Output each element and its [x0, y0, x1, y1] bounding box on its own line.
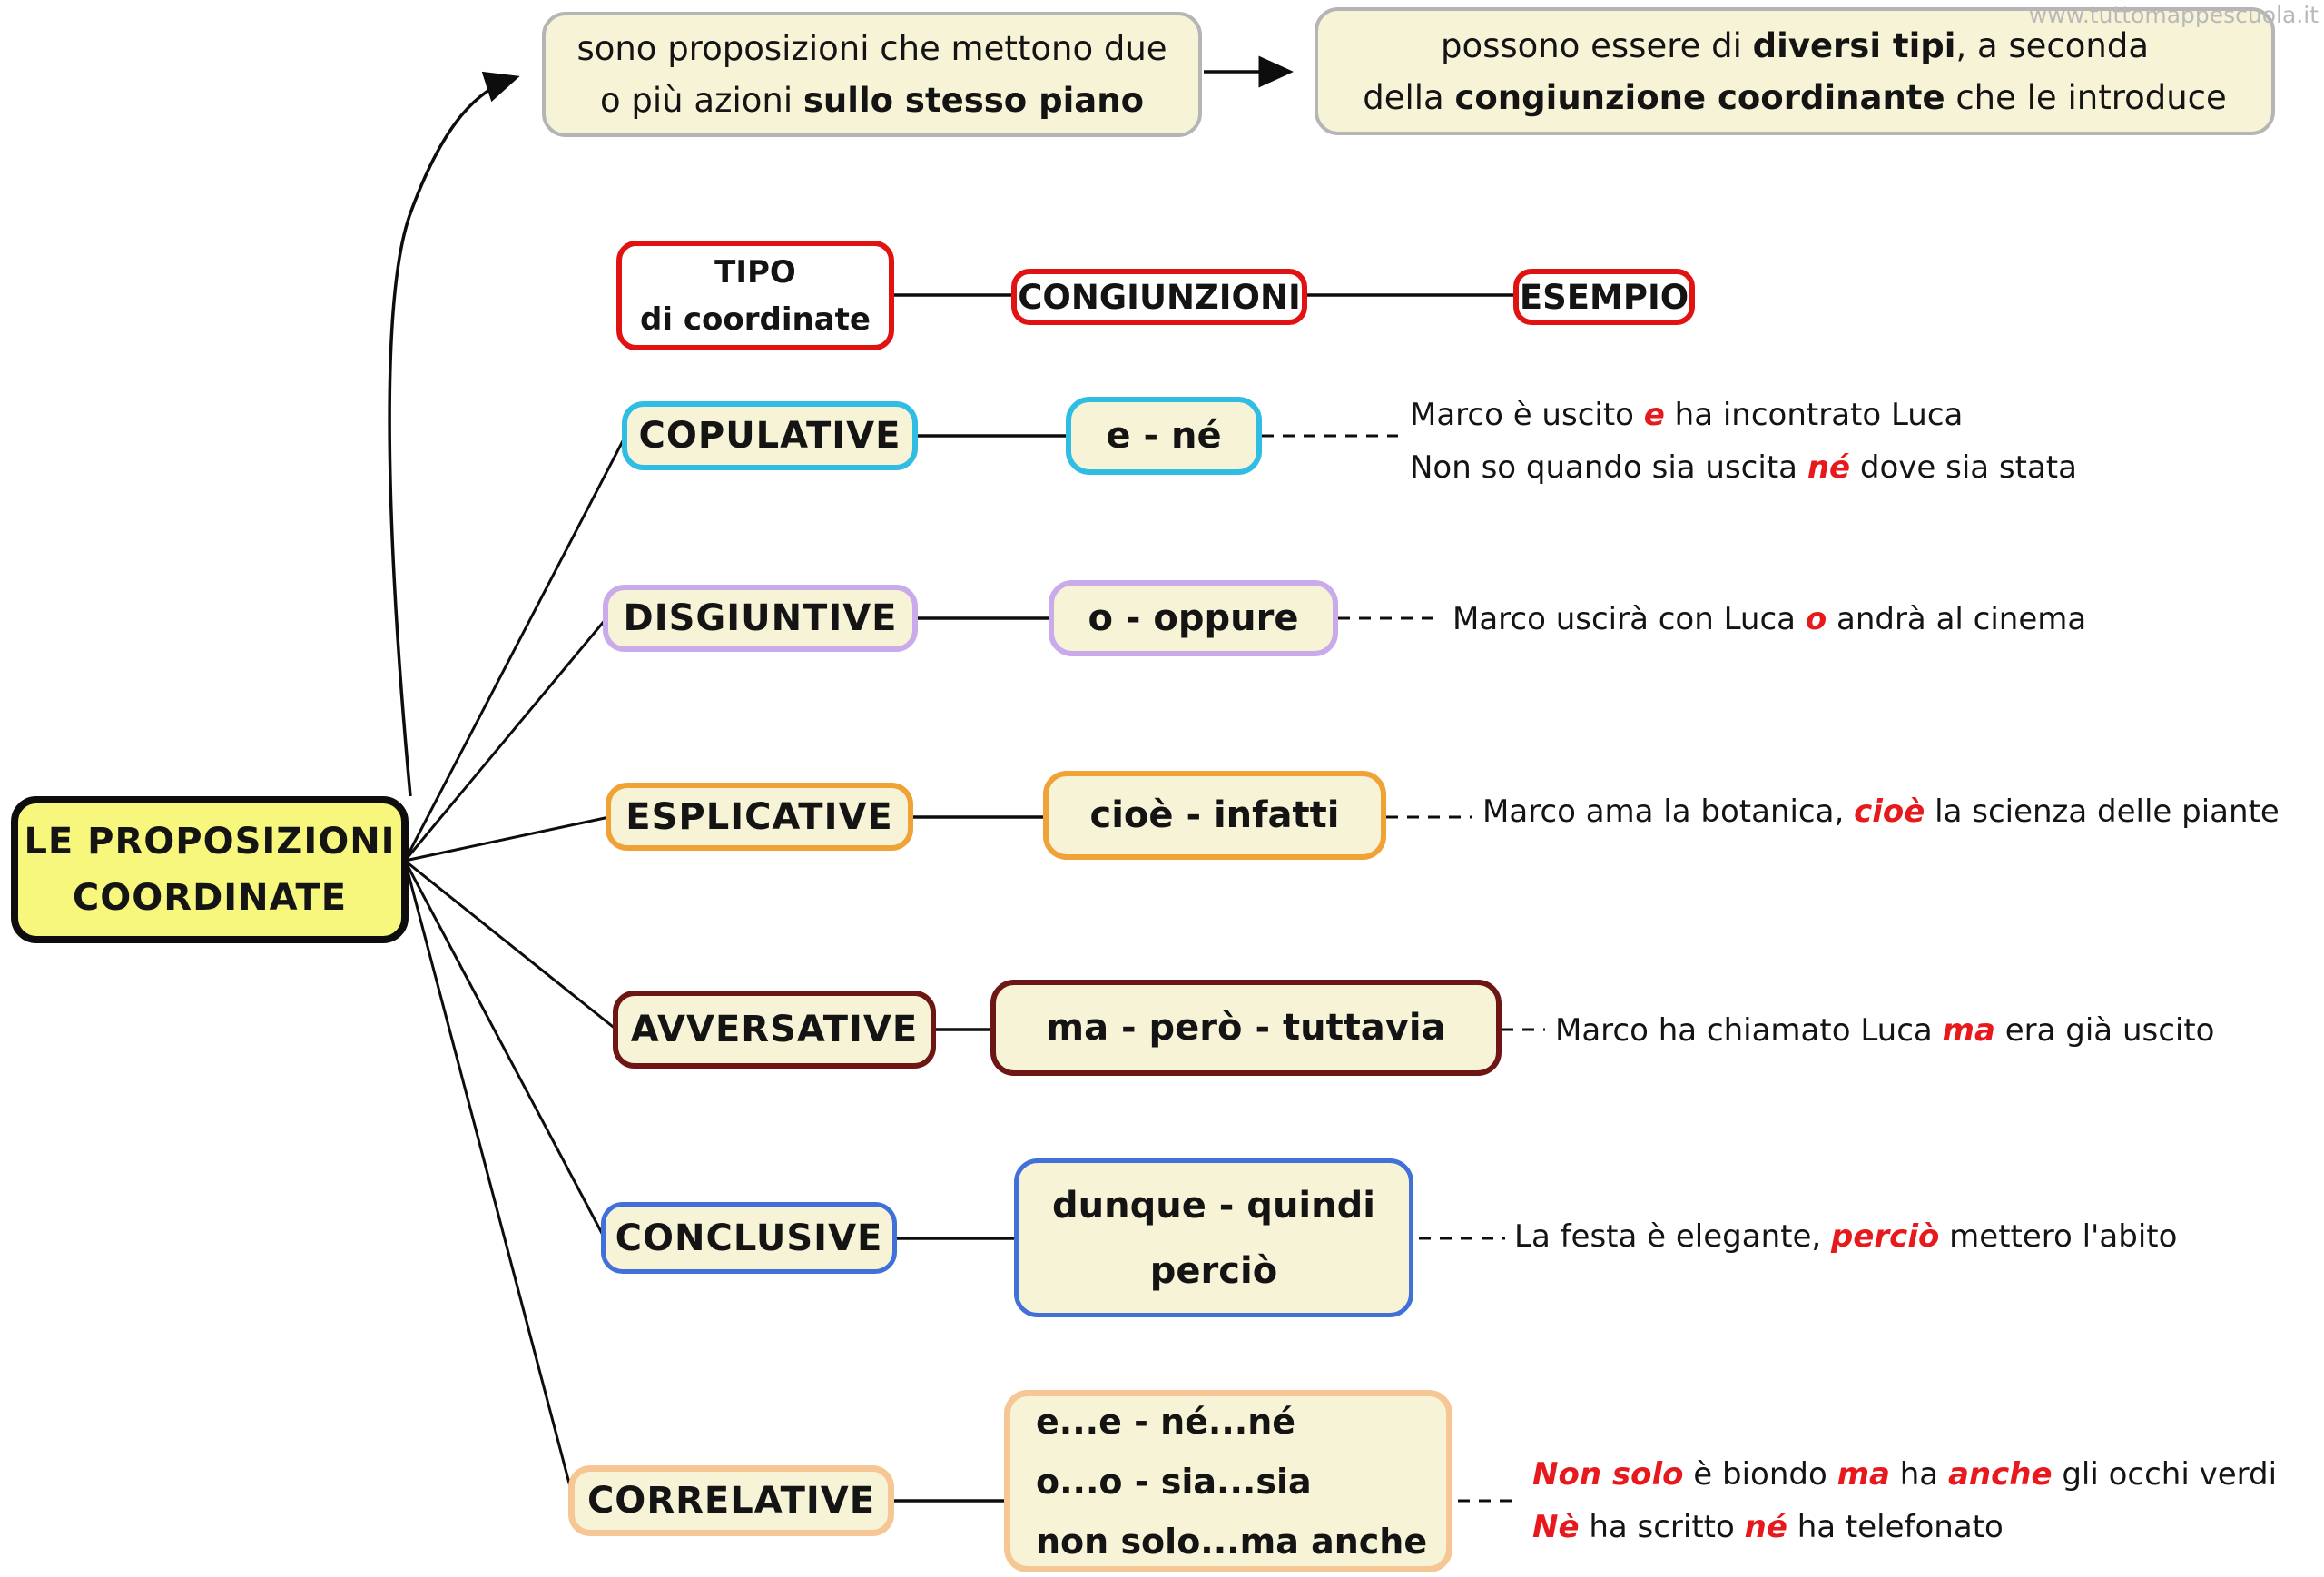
conjunction-line: e...e - né...né — [1036, 1401, 1296, 1442]
example-line: Marco uscirà con Luca o andrà al cinema — [1452, 601, 2087, 637]
types-note-line: possono essere di diversi tipi, a second… — [1440, 25, 2150, 65]
conjunction-line: cioè - infatti — [1089, 794, 1340, 836]
conjunction-line: ma - però - tuttavia — [1046, 1007, 1446, 1049]
header-congiunzioni-box: CONGIUNZIONI — [1011, 269, 1307, 325]
types-note-line: della congiunzione coordinante che le in… — [1363, 77, 2227, 117]
category-box-disgiuntive: DISGIUNTIVE — [603, 585, 918, 652]
category-box-avversative: AVVERSATIVE — [613, 991, 936, 1069]
conjunction-box-esplicative: cioè - infatti — [1043, 771, 1386, 860]
connector-root-to-definition — [388, 71, 520, 797]
example-block-copulative: Marco è uscito e ha incontrato Luca Non … — [1410, 389, 2077, 494]
connector-root-avversative — [404, 859, 617, 1031]
category-label: CONCLUSIVE — [615, 1217, 883, 1259]
root-title-line: COORDINATE — [72, 877, 348, 919]
conjunction-line: o - oppure — [1088, 597, 1299, 639]
definition-box: sono proposizioni che mettono due o più … — [542, 12, 1202, 137]
conjunction-box-disgiuntive: o - oppure — [1049, 580, 1338, 656]
conjunction-box-copulative: e - né — [1066, 397, 1262, 475]
connector-root-correlative — [403, 860, 574, 1494]
conjunction-box-correlative: e...e - né...né o...o - sia...sia non so… — [1004, 1390, 1452, 1572]
example-line: Non so quando sia uscita né dove sia sta… — [1410, 449, 2077, 486]
root-title-line: LE PROPOSIZIONI — [24, 821, 396, 862]
example-block-disgiuntive: Marco uscirà con Luca o andrà al cinema — [1452, 593, 2086, 646]
example-line: Marco è uscito e ha incontrato Luca — [1410, 397, 1964, 433]
category-label: DISGIUNTIVE — [623, 597, 898, 639]
example-block-esplicative: Marco ama la botanica, cioè la scienza d… — [1482, 785, 2280, 838]
category-box-copulative: COPULATIVE — [622, 401, 918, 470]
example-block-conclusive: La festa è elegante, perciò mettero l'ab… — [1514, 1210, 2177, 1263]
conjunction-box-conclusive: dunque - quindi perciò — [1014, 1158, 1413, 1317]
example-line: La festa è elegante, perciò mettero l'ab… — [1514, 1218, 2178, 1255]
conjunction-box-avversative: ma - però - tuttavia — [990, 980, 1502, 1076]
category-label: ESPLICATIVE — [625, 795, 893, 838]
header-esempio-box: ESEMPIO — [1513, 269, 1695, 325]
header-congiunzioni-label: CONGIUNZIONI — [1018, 277, 1301, 317]
category-label: AVVERSATIVE — [630, 1009, 919, 1050]
connector-root-copulative — [403, 435, 627, 862]
example-line: Nè ha scritto né ha telefonato — [1532, 1509, 2004, 1545]
category-box-correlative: CORRELATIVE — [568, 1465, 894, 1536]
example-block-correlative: Non solo è biondo ma ha anche gli occhi … — [1532, 1448, 2277, 1553]
conjunction-line: perciò — [1149, 1249, 1278, 1292]
header-tipo-line: di coordinate — [640, 301, 871, 338]
conjunction-line: non solo...ma anche — [1036, 1521, 1428, 1562]
watermark: www.tuttomappescuola.it — [2028, 2, 2319, 28]
header-esempio-label: ESEMPIO — [1519, 277, 1689, 317]
conjunction-line: e - né — [1106, 415, 1222, 457]
conjunction-line: o...o - sia...sia — [1036, 1461, 1312, 1502]
types-note-box: possono essere di diversi tipi, a second… — [1315, 7, 2275, 135]
definition-line: o più azioni sullo stesso piano — [600, 81, 1144, 120]
root-node: LE PROPOSIZIONI COORDINATE — [11, 796, 409, 943]
category-box-conclusive: CONCLUSIVE — [601, 1202, 897, 1274]
category-label: CORRELATIVE — [586, 1480, 876, 1522]
connector-root-conclusive — [403, 860, 606, 1239]
conjunction-line: dunque - quindi — [1052, 1184, 1375, 1227]
category-label: COPULATIVE — [638, 415, 901, 457]
example-line: Non solo è biondo ma ha anche gli occhi … — [1532, 1456, 2278, 1493]
definition-line: sono proposizioni che mettono due — [576, 29, 1167, 68]
connector-root-esplicative — [404, 815, 610, 862]
example-block-avversative: Marco ha chiamato Luca ma era già uscito — [1555, 1004, 2214, 1057]
header-tipo-line: TIPO — [714, 253, 796, 291]
example-line: Marco ha chiamato Luca ma era già uscito — [1555, 1012, 2215, 1049]
header-tipo-box: TIPO di coordinate — [616, 241, 894, 350]
category-box-esplicative: ESPLICATIVE — [606, 783, 913, 851]
example-line: Marco ama la botanica, cioè la scienza d… — [1482, 793, 2280, 830]
connector-root-disgiuntive — [403, 617, 608, 862]
